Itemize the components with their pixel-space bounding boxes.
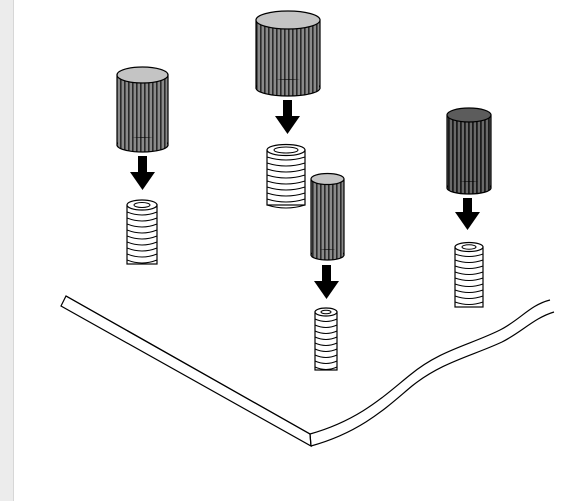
knurled-thumb-nut-icon — [255, 10, 321, 97]
down-arrow-icon — [130, 156, 155, 190]
threaded-standoff-icon — [454, 241, 484, 308]
down-arrow-icon — [314, 265, 339, 299]
down-arrow-icon — [275, 100, 300, 134]
threaded-standoff-icon — [126, 199, 158, 265]
knurled-thumb-nut-icon — [310, 172, 345, 261]
left-gutter — [0, 0, 14, 501]
assembly-group-3 — [310, 172, 345, 371]
assembly-group-1 — [116, 66, 169, 265]
assembly-group-2 — [255, 10, 321, 209]
panel-board — [60, 295, 555, 448]
knurled-thumb-nut-icon — [446, 107, 492, 195]
threaded-standoff-icon — [266, 143, 306, 209]
down-arrow-icon — [455, 198, 480, 230]
assembly-group-4 — [446, 107, 492, 308]
threaded-standoff-icon — [314, 307, 338, 371]
knurled-thumb-nut-icon — [116, 66, 169, 153]
